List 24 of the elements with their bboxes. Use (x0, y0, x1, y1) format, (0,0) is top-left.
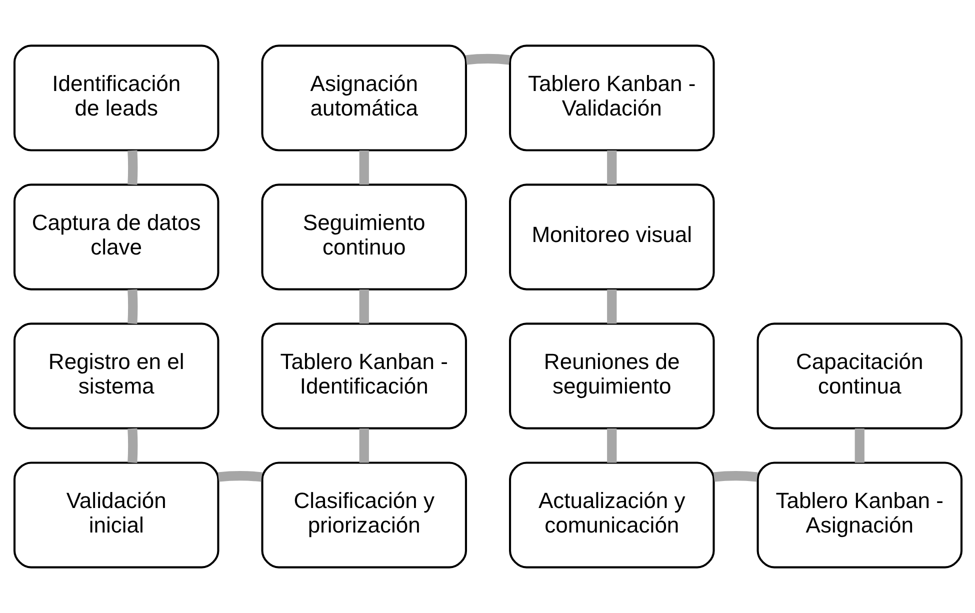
connector (358, 290, 368, 324)
node-box: Registro en el sistema (12, 322, 219, 430)
connector (465, 54, 510, 65)
node-box: Captura de datos clave (12, 184, 219, 290)
node-box: Validación inicial (12, 462, 219, 568)
node-box: Tablero Kanban - Validación (508, 44, 714, 152)
node-box: Identificación de leads (12, 44, 219, 152)
node-box: Actualización y comunicación (508, 462, 714, 568)
node-box: Asignación automática (260, 44, 466, 152)
connector (606, 290, 616, 324)
node-box: Tablero Kanban - Asignación (756, 462, 962, 568)
connector (712, 471, 758, 482)
node-box: Tablero Kanban - Identificación (260, 322, 466, 430)
connector (854, 428, 864, 463)
connector (217, 471, 262, 482)
node-box: Seguimiento continuo (260, 184, 466, 290)
node-box: Monitoreo visual (508, 184, 714, 290)
node-box: Clasificación y priorización (260, 462, 466, 568)
node-box: Capacitación continua (756, 322, 962, 430)
node-box: Reuniones de seguimiento (508, 322, 714, 430)
connector (606, 428, 616, 463)
connector (358, 428, 368, 463)
connector (606, 150, 616, 185)
connector (358, 150, 368, 185)
